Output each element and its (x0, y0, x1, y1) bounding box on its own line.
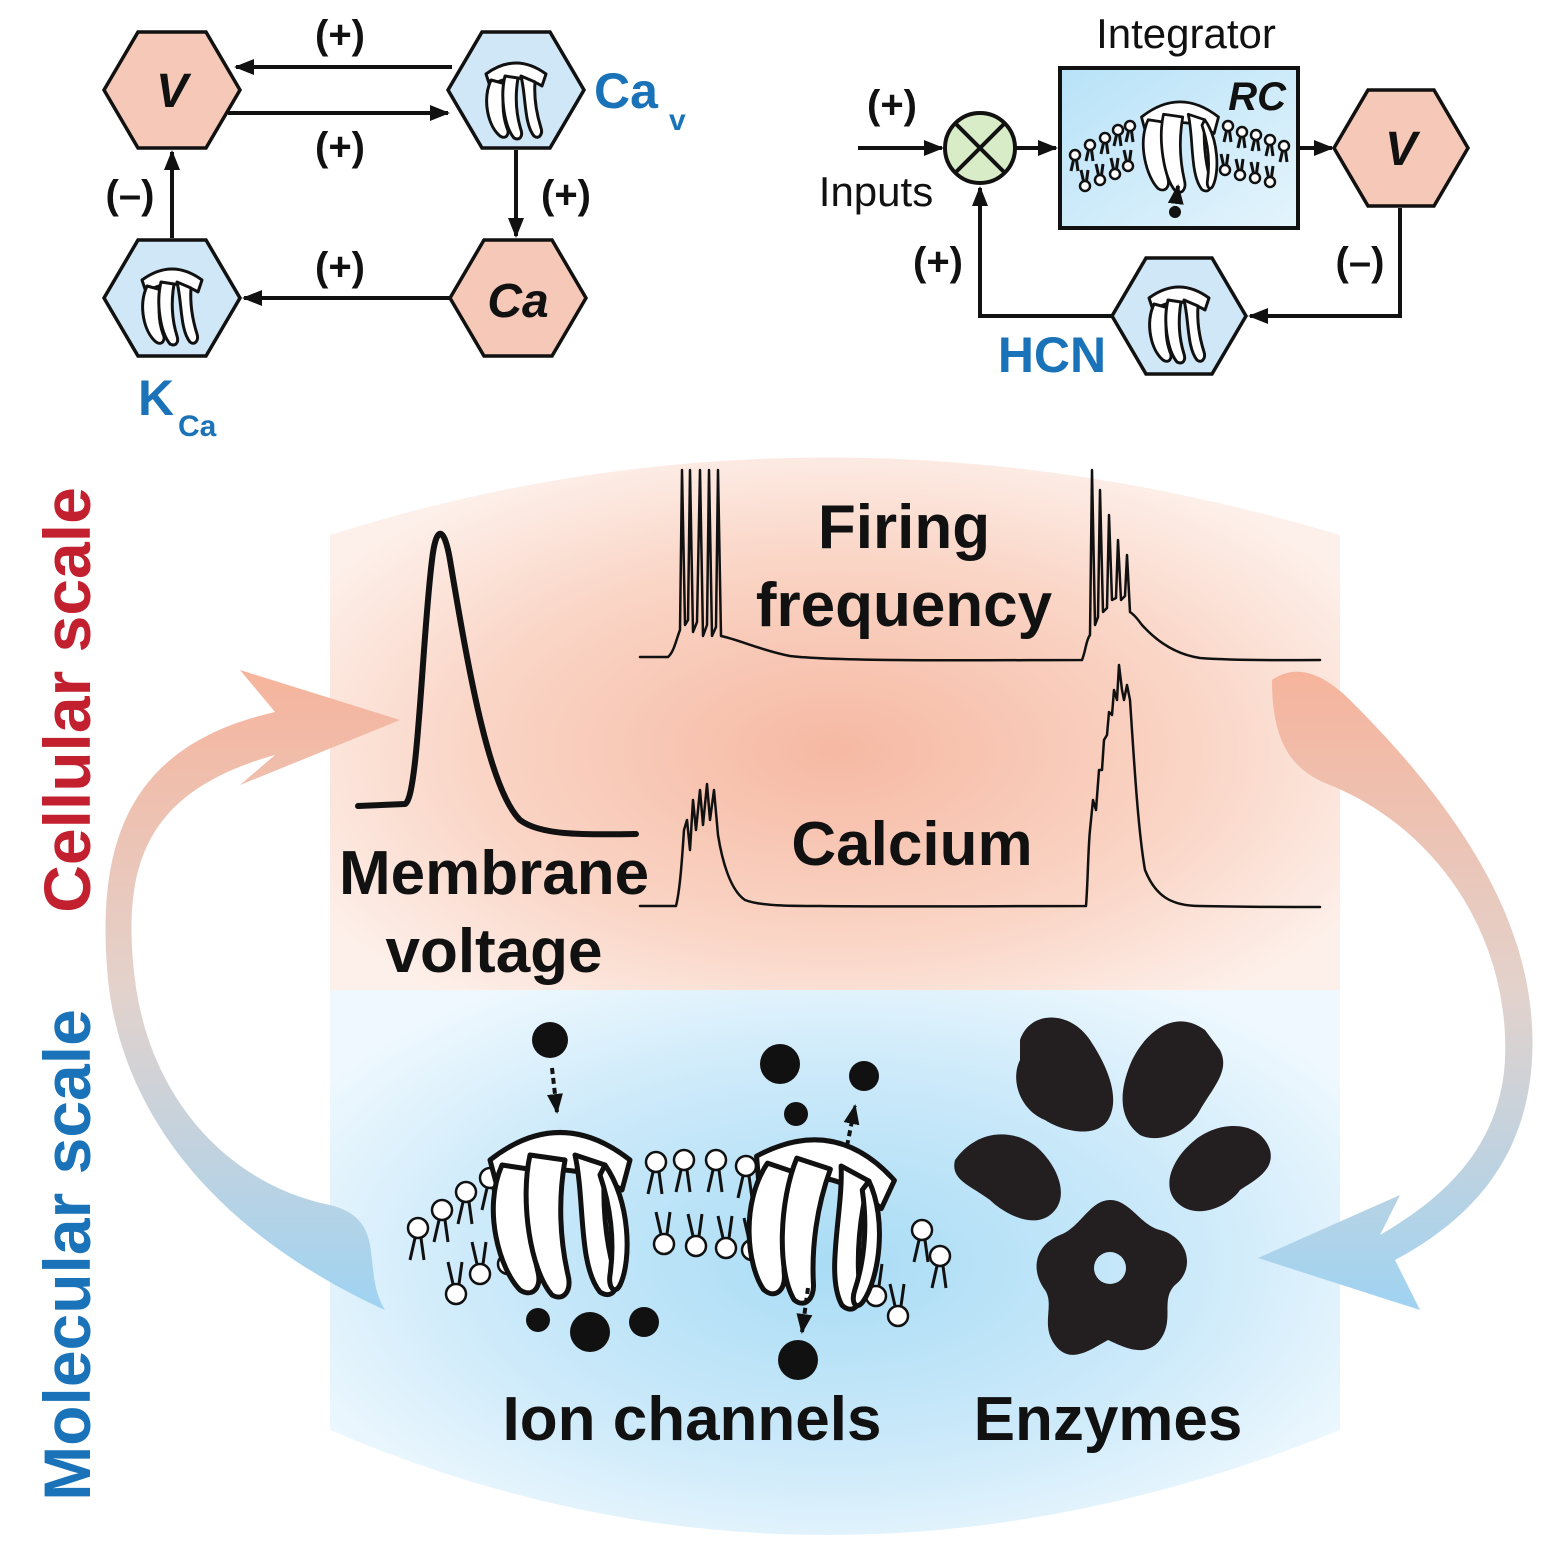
hcn-label: HCN (998, 327, 1106, 383)
ion (778, 1340, 818, 1380)
rc-label: RC (1228, 75, 1287, 119)
voltage-label: V (156, 65, 192, 118)
enzyme (1036, 1200, 1187, 1355)
ion (526, 1308, 550, 1332)
sign-output: (–) (1336, 240, 1385, 284)
enzyme (1169, 1126, 1271, 1212)
ion-channels-label: Ion channels (503, 1385, 882, 1454)
loop-diagram: V Ca v Ca K Ca (+) (+) (+) (–) (+) (101, 13, 686, 443)
upward-cycle-arrow (105, 670, 400, 1310)
calcium-label: Calcium (791, 810, 1032, 879)
membrane-voltage-trace (355, 531, 639, 838)
sign-lower: (+) (315, 245, 365, 289)
calcium-hexagon (447, 238, 589, 358)
sign-feedback: (+) (913, 240, 963, 284)
enzyme (1016, 1017, 1114, 1132)
ion-channel-left (490, 1133, 630, 1298)
enzyme (1122, 1021, 1224, 1139)
arrow-hcn-to-sum (972, 186, 1114, 318)
integrator-voltage-hexagon (1331, 88, 1471, 208)
sign-bottom-arrow: (+) (315, 125, 365, 169)
calcium-label: Ca (487, 275, 548, 328)
integrator-diagram: Integrator RC (+) Inputs (+) (–) (819, 10, 1471, 383)
inputs-label: Inputs (819, 168, 933, 215)
sign-top-arrow: (+) (315, 13, 365, 57)
cellular-scale-label: Cellular scale (30, 487, 104, 913)
sign-right: (+) (541, 173, 591, 217)
ion (784, 1102, 808, 1126)
firing-frequency-trace (638, 468, 1322, 662)
enzyme-cluster (954, 1017, 1271, 1355)
integrator-title: Integrator (1096, 10, 1276, 57)
kca-label: K (138, 370, 174, 426)
membrane-voltage-label-line2: voltage (385, 917, 602, 986)
membrane-voltage-label-line1: Membrane (339, 839, 649, 908)
cav-label: Ca (594, 63, 659, 119)
kca-subscript: Ca (178, 410, 217, 443)
firing-label-line1: Firing (818, 493, 990, 562)
integrator-membrane (1068, 100, 1291, 218)
integrator-voltage-label: V (1385, 123, 1421, 176)
cav-subscript: v (669, 104, 686, 137)
ion (570, 1312, 610, 1352)
ion (629, 1307, 659, 1337)
sign-input: (+) (867, 83, 917, 127)
calcium-trace (638, 663, 1322, 909)
ion (532, 1022, 568, 1058)
ion (849, 1061, 879, 1091)
ion (760, 1044, 800, 1084)
ion-channel-membrane (406, 1022, 952, 1380)
enzyme (954, 1134, 1061, 1221)
firing-label-line2: frequency (756, 571, 1053, 640)
sign-left: (–) (106, 173, 155, 217)
downward-cycle-arrow (1258, 671, 1533, 1310)
enzymes-label: Enzymes (974, 1385, 1243, 1454)
voltage-hexagon (101, 30, 243, 150)
arrow-v-to-hcn (1248, 208, 1402, 324)
molecular-scale-label: Molecular scale (30, 1009, 104, 1501)
